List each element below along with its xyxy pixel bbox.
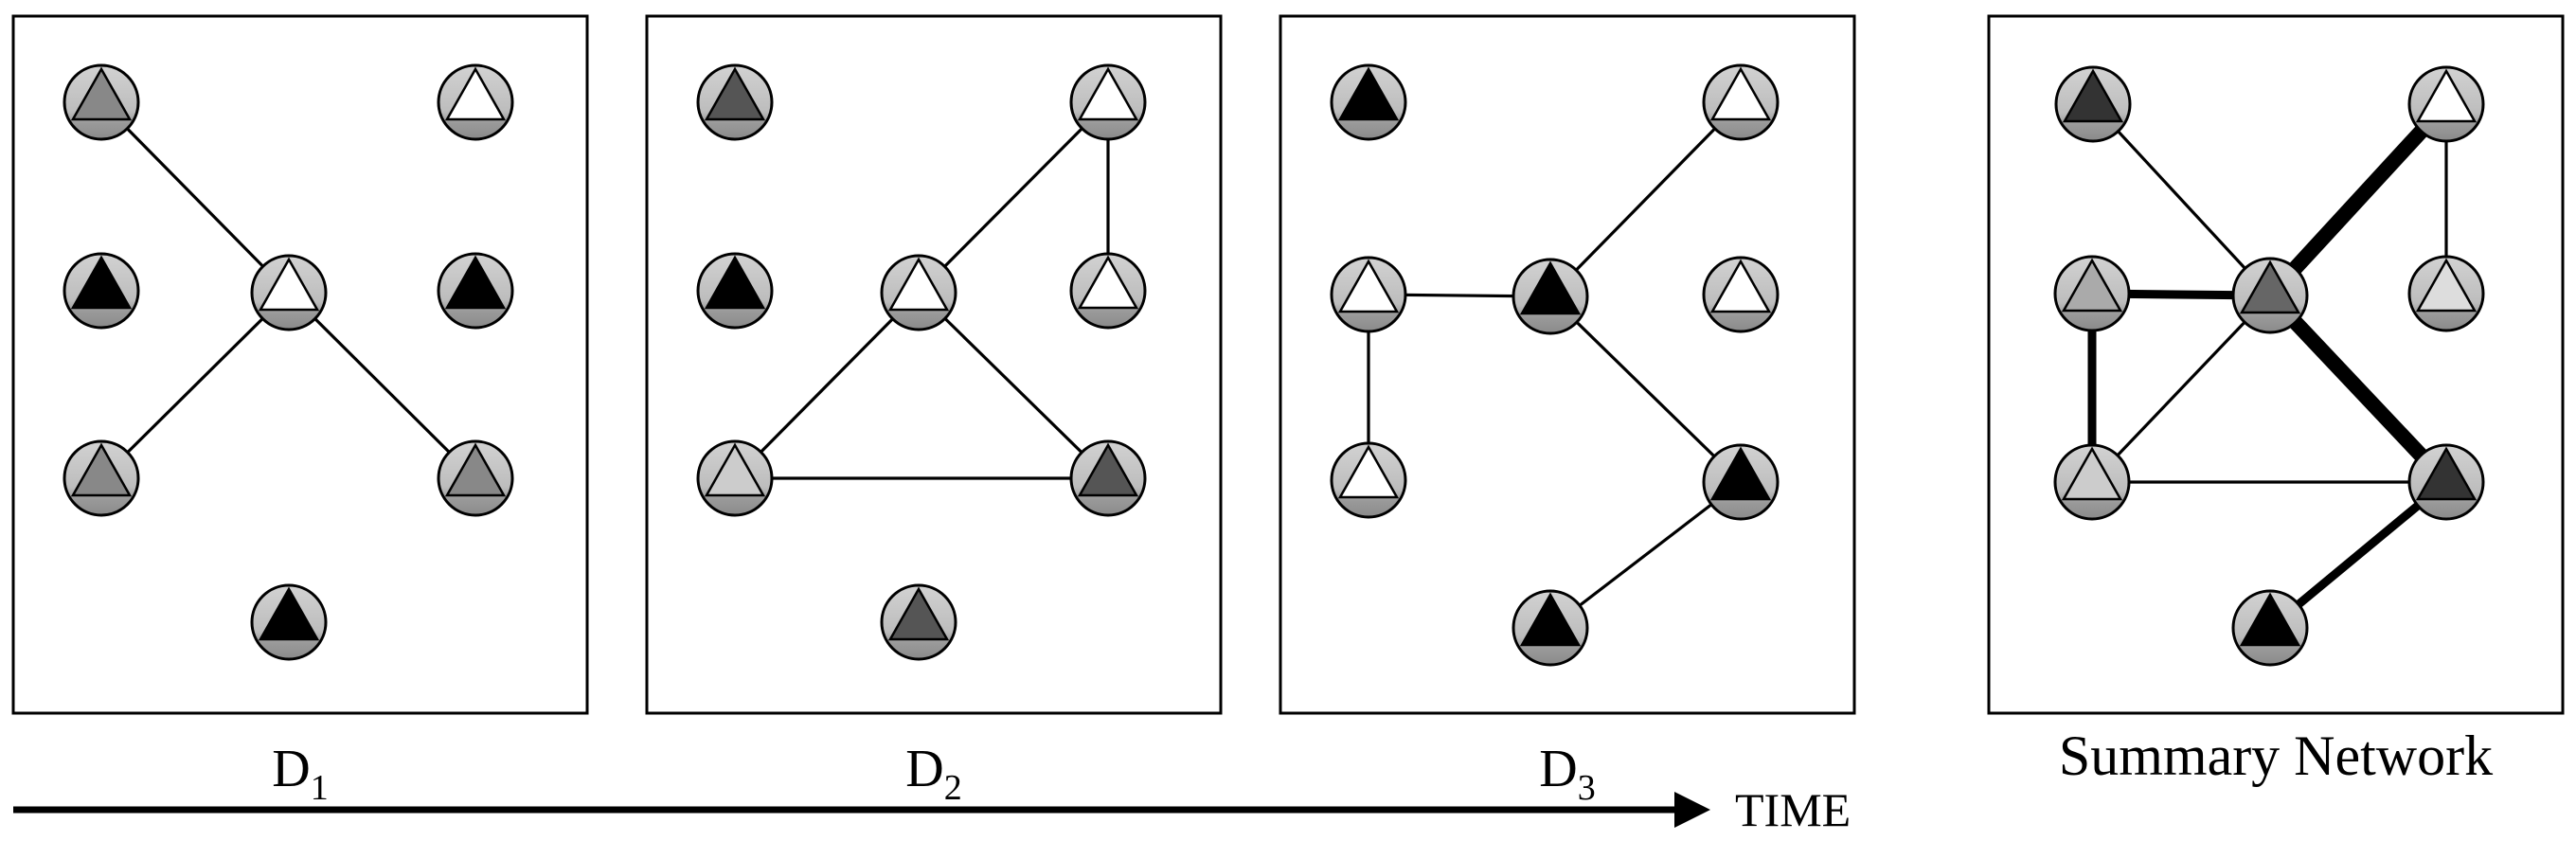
node-p1-g [437, 439, 514, 517]
node-triangle [1077, 66, 1139, 121]
panel-label-d2: D2 [905, 740, 961, 808]
node-p1-b [437, 63, 514, 141]
node-p4-f [2053, 443, 2131, 521]
edge-p3-b-d [1548, 100, 1743, 298]
node-triangle [1337, 444, 1400, 499]
node-triangle [1077, 255, 1139, 310]
node-triangle [70, 255, 133, 310]
node-p2-f [696, 439, 774, 517]
node-triangle [704, 66, 766, 121]
node-p1-h [250, 583, 328, 661]
node-triangle [1709, 259, 1772, 313]
edge-p1-d-f [99, 291, 291, 480]
node-triangle [887, 257, 950, 312]
nodes-layer [63, 63, 2485, 667]
edge-p2-d-g [917, 291, 1110, 480]
node-triangle [2415, 68, 2478, 123]
node-triangle [2415, 258, 2478, 313]
edges-layer [99, 98, 2452, 632]
node-p4-c [2053, 255, 2131, 332]
node-p4-e [2407, 255, 2485, 332]
node-p4-b [2407, 65, 2485, 143]
node-triangle [2239, 592, 2301, 647]
edge-p3-d-g [1548, 295, 1743, 484]
node-triangle [1519, 260, 1582, 315]
node-p4-h [2231, 589, 2309, 667]
node-triangle [2061, 258, 2123, 313]
node-p1-f [63, 439, 140, 517]
node-triangle [2415, 446, 2478, 501]
edge-p4-b-d [2264, 98, 2452, 301]
node-triangle [258, 586, 320, 641]
node-p3-e [1702, 256, 1780, 333]
node-triangle [1337, 66, 1400, 121]
node-triangle [2239, 259, 2301, 314]
node-p2-g [1069, 439, 1147, 517]
node-triangle [887, 586, 950, 641]
node-triangle [2061, 446, 2123, 501]
node-p3-a [1330, 63, 1407, 141]
edge-p2-d-f [733, 291, 921, 480]
node-triangle [70, 66, 133, 121]
edge-p4-d-g [2264, 290, 2452, 488]
edge-p1-d-g [287, 291, 477, 480]
node-p4-g [2407, 443, 2485, 521]
node-p2-e [1069, 252, 1147, 330]
node-p1-e [437, 252, 514, 330]
node-p3-d [1512, 258, 1589, 335]
node-triangle [444, 442, 507, 497]
node-triangle [70, 442, 133, 497]
node-p2-c [696, 252, 774, 330]
node-p1-a [63, 63, 140, 141]
panel-label-d1: D1 [272, 740, 328, 808]
edge-p4-a-d [2091, 102, 2272, 297]
edge-p3-g-h [1549, 480, 1742, 630]
node-triangle [444, 255, 507, 310]
panel-label-d3: D3 [1539, 740, 1595, 808]
node-p2-a [696, 63, 774, 141]
node-p1-c [63, 252, 140, 330]
node-p1-d [250, 254, 328, 331]
node-p2-d [880, 254, 957, 331]
node-triangle [2062, 68, 2124, 123]
node-p2-b [1069, 63, 1147, 141]
edge-p2-b-d [917, 100, 1110, 295]
node-p4-d [2231, 257, 2309, 334]
node-triangle [1709, 66, 1772, 121]
panel-label-summary: Summary Network [2059, 725, 2493, 787]
node-triangle [1077, 442, 1139, 497]
time-arrow-head [1674, 792, 1710, 828]
node-p3-b [1702, 63, 1780, 141]
node-p2-h [880, 583, 957, 661]
node-triangle [1519, 592, 1582, 647]
time-label: TIME [1735, 783, 1851, 836]
node-p3-g [1702, 443, 1780, 521]
node-p3-f [1330, 441, 1407, 519]
node-triangle [444, 66, 507, 121]
node-p4-a [2054, 65, 2132, 143]
node-triangle [704, 255, 766, 310]
node-triangle [1709, 446, 1772, 501]
node-triangle [1337, 259, 1400, 313]
node-triangle [258, 257, 320, 312]
edge-p4-d-f [2090, 294, 2272, 484]
node-p3-h [1512, 589, 1589, 667]
node-triangle [704, 442, 766, 497]
node-p3-c [1330, 256, 1407, 333]
edge-p1-a-d [99, 100, 291, 295]
